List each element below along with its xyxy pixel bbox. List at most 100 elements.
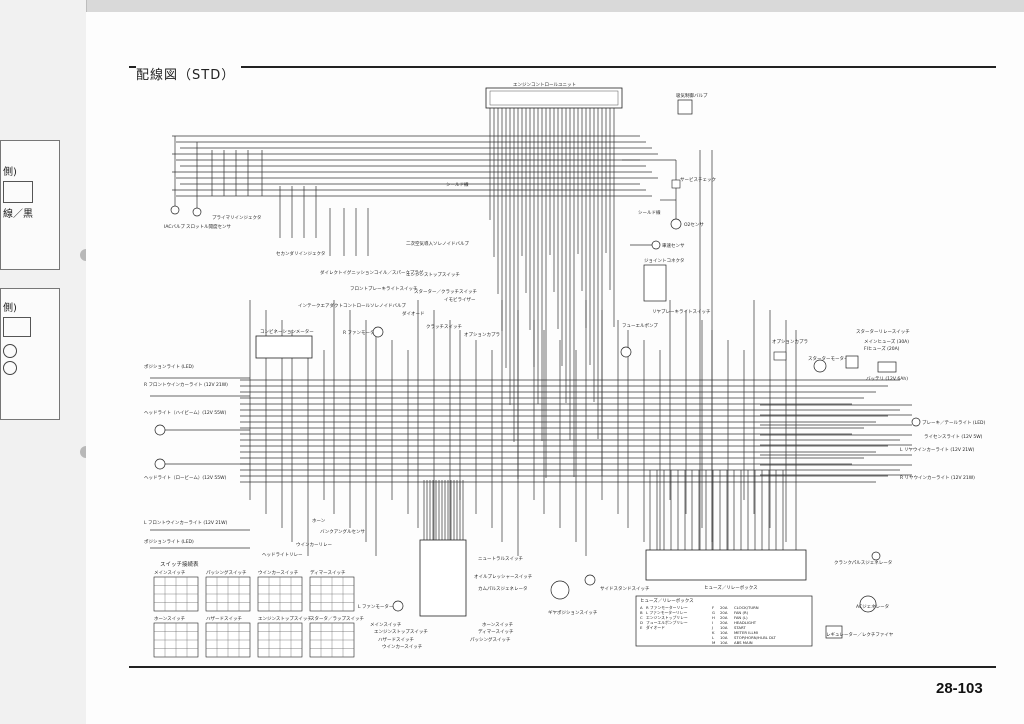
front-brake-switch-label: フロントブレーキライトスイッチ [350,285,418,292]
winker-relay-label: ウインカーリレー [296,541,332,548]
fuse-legend-cell: 10A [720,635,728,640]
fuse-legend-cell: フューエルポンプリレー [646,620,688,625]
left-connector-icon-2 [3,317,31,337]
starter-relay-icon [845,355,859,369]
fuse-legend-cell: B [640,610,643,615]
crank-pulse-icon [871,551,881,561]
throttle-sensor-icon [192,207,202,217]
fuse-relay-box-label: ヒューズ／リレーボックス [704,584,758,591]
ecu-pins [489,90,619,106]
fuse-legend-cell: 20A [720,615,728,620]
speed-sensor-icon [651,240,661,250]
switch-table: スタータ／ラップスイッチ [309,615,364,658]
engine-stop-switch-label: エンジンストップスイッチ [406,272,460,278]
combination-meter-box [255,335,313,359]
license-light-label: ライセンスライト (12V 5W) [924,434,983,440]
iacv-icon [677,99,693,115]
switch-table: メインスイッチ [153,570,199,612]
shield-wire-label-1: シールド線 [446,181,469,188]
switch-table-title-text: メインスイッチ [154,570,186,576]
immobilizer-label: イモビライザー [444,296,476,303]
switch-table: パッシングスイッチ [205,569,251,612]
fuse-legend-cell: E [640,625,643,630]
bank-angle-label: バンクアングルセンサ [320,528,366,535]
diode-label: ダイオード [402,310,425,317]
gear-position-label: ギヤポジションスイッチ [548,609,598,616]
battery-icon [877,361,897,373]
fan-motor-r-label: R ファンモーター [343,329,380,336]
rear-brake-switch-label: リヤブレーキライトスイッチ [652,308,711,315]
fuse-legend-cell: F [712,605,714,610]
brake-tail-icon [911,417,921,427]
wire-bundle [150,108,912,560]
regulator-icon [825,625,843,639]
fuse-legend-cell: STOP/HORN/HI-BL DLT [734,635,777,640]
switch-table: ディマースイッチ [309,569,355,612]
switch-table: ホーンスイッチ [153,616,199,658]
clutch-switch-label: クラッチスイッチ [426,324,462,330]
switch-tables: メインスイッチ パッシングスイッチウインカースイッチ ディマースイッチホーンスイッチ… [153,569,364,658]
service-check-connector [671,179,681,189]
cam-pulse-label: カムパルスジェネレータ [478,585,528,592]
fuse-legend-cell: 20A [720,605,728,610]
fuse-legend-cell: START [734,625,746,630]
option-coupler-1-label: オプションカプラ [464,332,500,338]
switch-table-title-text: スタータ／ラップスイッチ [310,615,364,622]
position-light-label: ポジションライト (LED) [144,363,194,370]
starter-motor-icon [813,359,827,373]
fuse-legend-cell: CLOCK/TURN [734,605,759,610]
iac-valve-label: IACバルブ [164,223,185,230]
plus-icon [3,344,17,358]
fuse-legend-cell: FAN (L) [734,615,748,620]
oil-pressure-label: オイルプレッシャースイッチ [474,574,533,580]
fuse-legend-cell: G [712,610,715,615]
switch-table-title: スイッチ接続表 [160,560,199,568]
regulator-label: レギュレーター／レクチファイヤ [826,631,894,638]
left-diagram-box-bottom: 側) [0,288,60,420]
combination-meter-label: コンビネーションメーター [260,328,314,335]
main-switch-callout: メインスイッチ [370,622,402,628]
fuse-legend-cell: FAN (R) [734,610,749,615]
air-valve-label: 二次空気導入ソレノイドバルブ [406,240,469,247]
switch-table-title-text: ハザードスイッチ [206,616,242,622]
fuse-legend-cell: I [712,620,713,625]
main-fuse-label: メインヒューズ (30A) [864,338,909,345]
fuse-legend-cell: M [712,640,715,645]
switch-table-title-text: ディマースイッチ [310,569,346,576]
ac-generator-icon [859,595,877,613]
fuse-legend-cell: 10A [720,625,728,630]
title-rule [129,66,996,68]
switch-table-title-text: ウインカースイッチ [258,569,299,576]
fuse-legend-cell: METER ILLMI [734,630,758,635]
battery-label: バッテリ (12V 6Ah) [866,376,908,382]
fuse-legend-cell: ABS MAIN [734,640,753,645]
fuel-pump-icon [620,346,632,358]
ignition-coil-label: ダイレクトイグニッションコイル／スパークプラグ [320,269,424,276]
fuse-legend-cell: C [640,615,643,620]
switch-table: エンジンストップスイッチ [257,616,312,658]
r-rear-turn-label: R リヤウインカーライト (12V 21W) [900,474,975,481]
fuse-legend-cell: 10A [720,640,728,645]
fuse-legend-cell: A [640,605,643,610]
headlight-hi-label: ヘッドライト（ハイビーム）(12V 55W) [144,409,226,416]
fuse-legend-cell: HEADLIGHT [734,620,757,625]
joint-connector-label: ジョイントコネクタ [644,257,684,264]
fuse-legend-cell: J [711,625,713,630]
fuse-relay-box [645,549,807,581]
left-diagram-box-top: 側) 線／黒 [0,140,60,270]
fuse-legend-cell: L ファンモーターリレー [646,610,687,615]
primary-injector-label: プライマリインジェクタ [212,214,261,221]
switch-table: ハザードスイッチ [205,616,251,658]
crank-pulse-label: クランクパルスジェネレータ [834,559,892,566]
fuse-legend-cell: D [640,620,643,625]
passing-switch-callout: パッシングスイッチ [470,636,511,643]
horn-switch-callout: ホーンスイッチ [482,622,514,628]
l-fan-motor-icon [392,600,404,612]
page-number: 28-103 [936,680,983,697]
dimmer-switch-callout: ディマースイッチ [478,628,514,635]
ecu-label: エンジンコントロールユニット [513,82,576,88]
left-fragment-3: 側) [3,303,17,314]
iac-valve-icon [170,205,180,215]
fuse-legend-cell: 10A [720,630,728,635]
